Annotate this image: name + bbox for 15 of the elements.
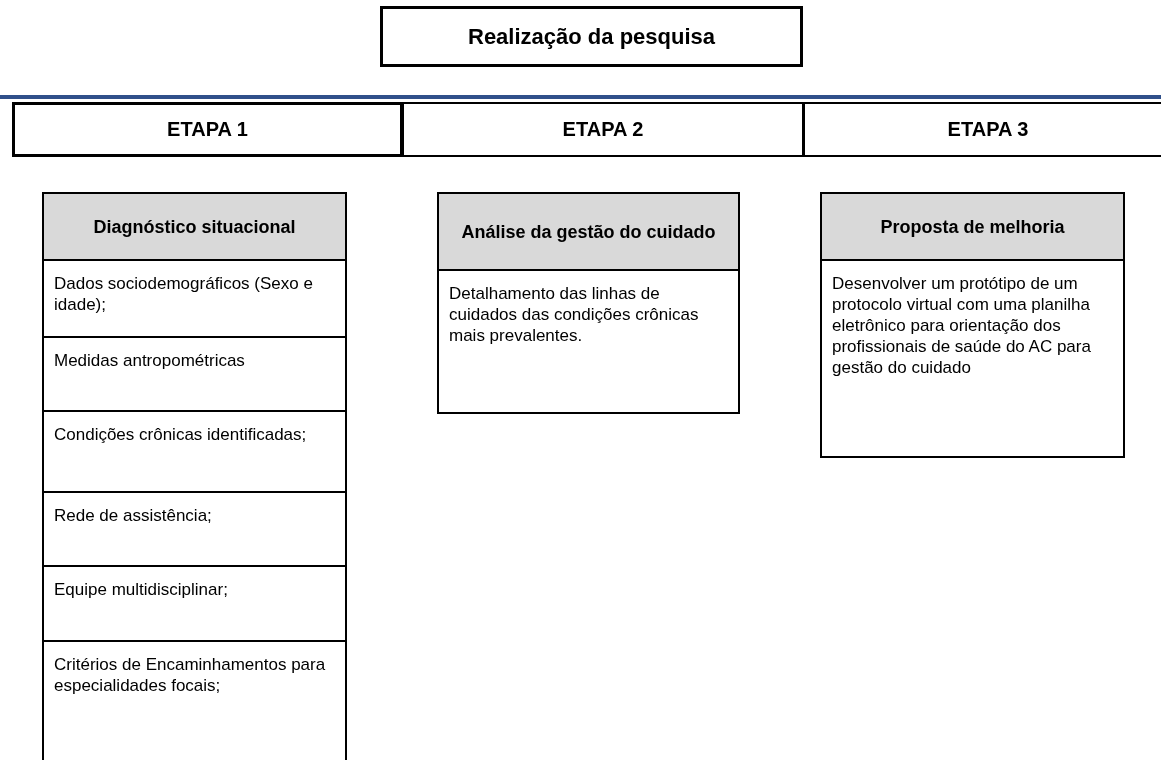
stage-header: ETAPA 1 — [12, 102, 403, 157]
item-box: Equipe multidisciplinar; — [42, 565, 347, 642]
item-box: Medidas antropométricas — [42, 336, 347, 412]
column-header: Proposta de melhoria — [820, 192, 1125, 261]
item-box: Dados sociodemográficos (Sexo e idade); — [42, 259, 347, 338]
column-header: Análise da gestão do cuidado — [437, 192, 740, 271]
item-box: Critérios de Encaminhamentos para especialidades focais; — [42, 640, 347, 760]
stage-header: ETAPA 3 — [803, 102, 1161, 157]
text-box: Desenvolver um protótipo de um protocolo virtual com uma planilha eletrônico para orientação dos profissionais de saúde do AC para gestão do cuidado — [820, 259, 1125, 458]
column-header: Diagnóstico situacional — [42, 192, 347, 261]
stage-header: ETAPA 2 — [402, 102, 804, 157]
item-box: Rede de assistência; — [42, 491, 347, 567]
text-box: Detalhamento das linhas de cuidados das condições crônicas mais prevalentes. — [437, 269, 740, 414]
item-box: Condições crônicas identificadas; — [42, 410, 347, 493]
title-box: Realização da pesquisa — [380, 6, 803, 67]
